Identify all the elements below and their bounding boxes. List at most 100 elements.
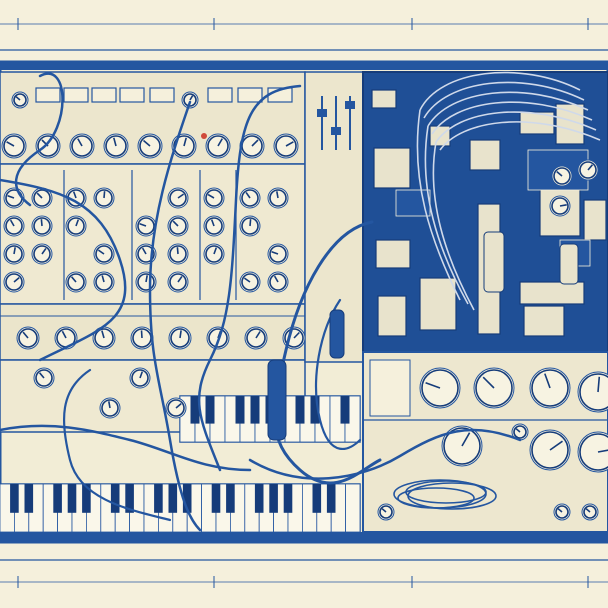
- knob: [93, 243, 115, 265]
- cable-coil: [393, 479, 497, 510]
- knob: [167, 271, 189, 293]
- knob-pointer: [243, 277, 251, 283]
- patch-column-sliders: [317, 96, 355, 150]
- knob: [167, 187, 189, 209]
- knob: [549, 195, 571, 217]
- black-key: [205, 396, 215, 424]
- knob: [244, 326, 268, 350]
- knob: [54, 326, 78, 350]
- knob: [553, 503, 571, 521]
- rack-top-rail: [0, 62, 608, 70]
- knob-pointer: [255, 331, 261, 339]
- knob: [93, 187, 115, 209]
- knob: [167, 243, 189, 265]
- knob-pointer: [249, 219, 252, 227]
- knob-pointer: [381, 508, 387, 513]
- black-key: [310, 396, 320, 424]
- keyboard-lower: [0, 483, 361, 533]
- bottom-ruler: [0, 559, 608, 588]
- knob-pointer: [213, 247, 218, 255]
- cable-plugs: [267, 231, 579, 441]
- knob-pointer: [515, 428, 521, 433]
- knob: [377, 503, 395, 521]
- knob: [168, 326, 192, 350]
- knob: [135, 215, 157, 237]
- knob-pointer: [41, 247, 47, 255]
- black-key: [82, 484, 91, 513]
- knob: [103, 133, 129, 159]
- black-key: [250, 396, 260, 424]
- knob-pointer: [176, 247, 179, 255]
- black-key: [125, 484, 134, 513]
- knob: [239, 271, 261, 293]
- white-key: [345, 483, 361, 533]
- knob: [3, 271, 25, 293]
- cable-3: [148, 100, 202, 532]
- knob-pointer: [210, 219, 215, 227]
- knob: [31, 215, 53, 237]
- knob: [69, 133, 95, 159]
- top-ruler: [0, 18, 608, 51]
- knob-groups: [1, 91, 608, 521]
- knob-pointer: [285, 141, 294, 147]
- knob-pointer: [72, 191, 77, 199]
- black-key: [254, 484, 264, 513]
- knob-pointer: [271, 250, 279, 255]
- knob-pointer: [597, 449, 608, 453]
- knob-pointer: [245, 191, 251, 199]
- knob-pointer: [544, 373, 551, 389]
- knob: [551, 165, 573, 187]
- black-key: [67, 484, 77, 513]
- knob: [577, 159, 599, 181]
- knob-pointer: [40, 219, 43, 227]
- knob: [267, 187, 289, 209]
- knob-pointer: [461, 432, 471, 447]
- mixer-subpanel: [369, 359, 411, 417]
- black-key: [211, 484, 221, 513]
- knob-body: [579, 373, 608, 411]
- black-key: [295, 396, 305, 424]
- knob: [3, 187, 25, 209]
- knob: [31, 187, 53, 209]
- knob-pointer: [585, 508, 591, 513]
- knob-pointer: [557, 508, 563, 513]
- knob-pointer: [70, 276, 77, 283]
- knob-pointer: [139, 371, 144, 379]
- knob: [203, 243, 225, 265]
- black-key: [182, 484, 192, 513]
- knob: [577, 371, 608, 413]
- black-key: [110, 484, 120, 513]
- knob-pointer: [61, 330, 67, 339]
- knob: [35, 133, 61, 159]
- knob-pointer: [75, 219, 80, 227]
- knob: [65, 271, 87, 293]
- cable-7: [62, 368, 172, 522]
- cable-9: [248, 428, 522, 480]
- knob: [239, 133, 265, 159]
- knob: [93, 271, 115, 293]
- knob: [577, 431, 608, 473]
- knob: [203, 215, 225, 237]
- knob: [31, 243, 53, 265]
- knob-pointer: [556, 170, 563, 177]
- knob-pointer: [179, 330, 182, 339]
- knob: [167, 215, 189, 237]
- knob: [65, 215, 87, 237]
- knob-pointer: [183, 137, 187, 147]
- knob-pointer: [587, 164, 594, 171]
- knob: [3, 215, 25, 237]
- knob-pointer: [597, 376, 601, 393]
- knob: [239, 215, 261, 237]
- knob: [11, 91, 29, 109]
- black-key: [326, 484, 336, 513]
- knob: [16, 326, 40, 350]
- keyboard-upper: [179, 395, 361, 443]
- knob-pointer: [207, 193, 215, 199]
- knob: [92, 326, 116, 350]
- knob-pointer: [108, 401, 111, 409]
- knob-pointer: [77, 138, 83, 147]
- knob: [129, 367, 151, 389]
- knob-pointer: [36, 192, 43, 199]
- black-key: [269, 484, 278, 513]
